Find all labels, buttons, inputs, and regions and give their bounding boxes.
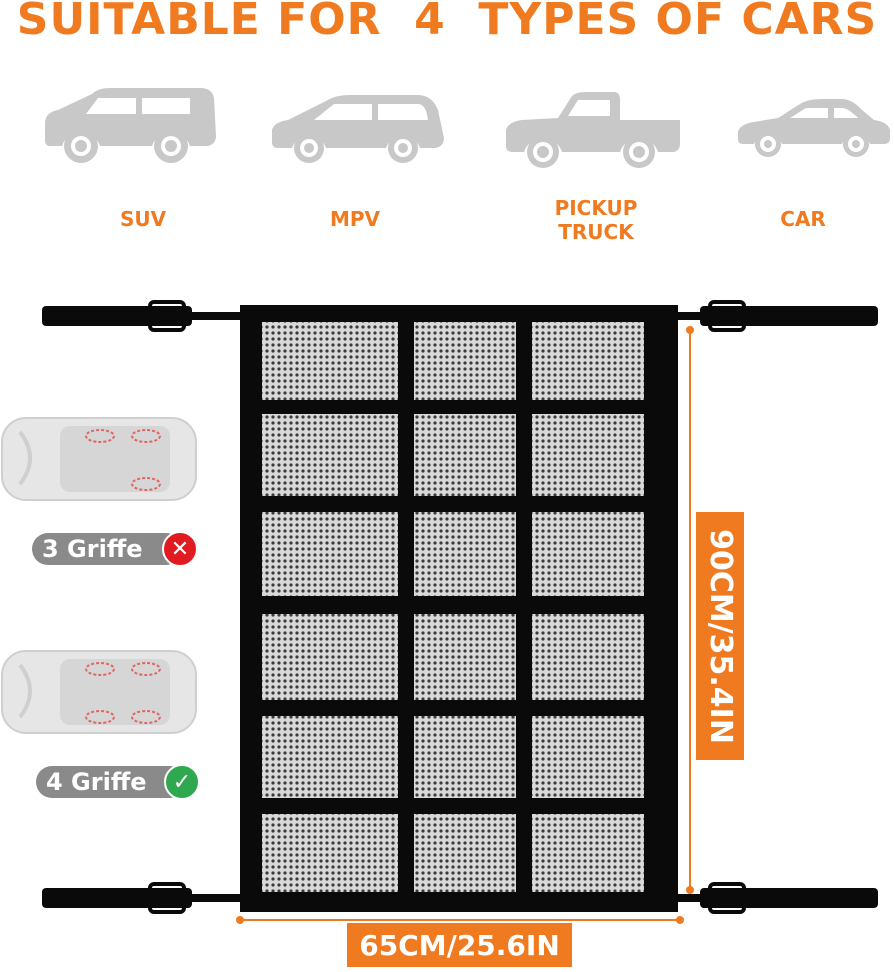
handle-option-label: 4 Griffe xyxy=(46,768,147,796)
car-top-view-3-handles xyxy=(1,417,197,501)
car-label-suv: SUV xyxy=(119,207,167,231)
check-icon: ✓ xyxy=(164,764,200,800)
height-dimension-label: 90CM/35.4IN xyxy=(696,512,744,760)
cargo-net-image xyxy=(42,300,878,924)
car-top-view-4-handles xyxy=(1,650,197,734)
pickup-truck-icon xyxy=(506,92,680,168)
car-label-car: CAR xyxy=(780,207,826,231)
car-label-mpv: MPV xyxy=(329,207,381,231)
mpv-icon xyxy=(272,95,444,163)
suv-icon xyxy=(45,88,216,163)
handle-option-3: 3 Griffe xyxy=(32,533,182,565)
cross-icon: ✕ xyxy=(162,531,198,567)
width-dimension-label: 65CM/25.6IN xyxy=(347,923,572,967)
sedan-icon xyxy=(738,99,890,157)
handle-option-4: 4 Griffe xyxy=(36,766,186,798)
handle-option-label: 3 Griffe xyxy=(42,535,143,563)
headline-title: SUITABLE FOR 4 TYPES OF CARS xyxy=(16,0,878,45)
car-label-pickup-truck: PICKUP TRUCK xyxy=(554,196,638,244)
